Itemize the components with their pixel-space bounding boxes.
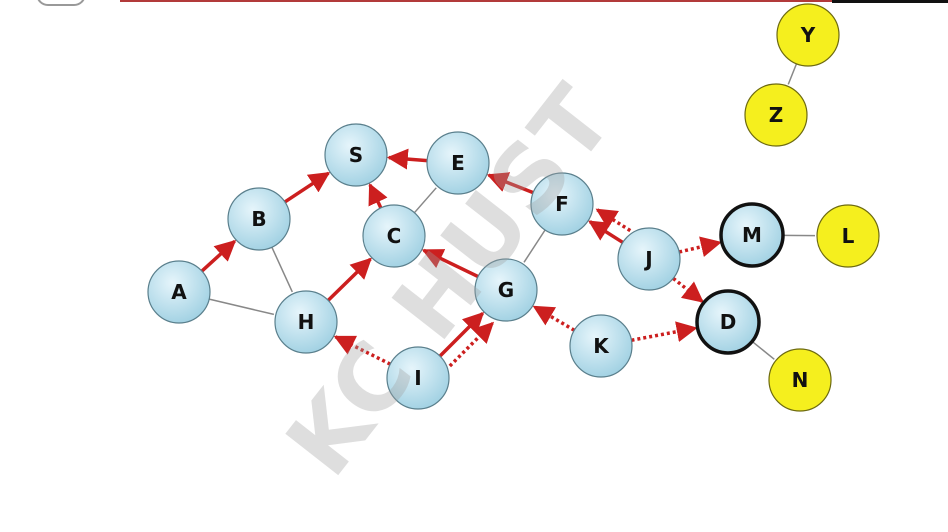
- edge-k-d: [631, 321, 698, 342]
- nodes-layer: S E B C F A H G J I K M D Y Z L N: [147, 3, 880, 412]
- node-circle-c: [362, 204, 426, 268]
- node-j: J: [617, 227, 681, 291]
- node-label-e: E: [451, 151, 465, 175]
- node-label-i: I: [414, 366, 421, 390]
- node-circle-g: [474, 258, 538, 322]
- top-divider-line: [120, 0, 832, 2]
- node-circle-z: [744, 83, 808, 147]
- node-circle-i: [386, 346, 450, 410]
- top-right-bar: [832, 0, 948, 3]
- node-circle-s: [324, 123, 388, 187]
- node-b: B: [227, 187, 291, 251]
- node-c: C: [362, 204, 426, 268]
- node-circle-f: [530, 172, 594, 236]
- edge-j-d: [672, 276, 704, 303]
- edge-f-e: [486, 172, 534, 195]
- node-label-l: L: [842, 224, 855, 248]
- node-m: M: [719, 202, 785, 268]
- edge-a-h: [208, 298, 275, 316]
- edge-i-h: [333, 335, 392, 366]
- node-label-c: C: [387, 224, 402, 248]
- edge-c-s: [368, 182, 388, 209]
- node-e: E: [426, 131, 490, 195]
- edge-a-b: [200, 239, 237, 273]
- node-label-s: S: [349, 143, 363, 167]
- node-n: N: [768, 348, 832, 412]
- edge-c-e: [413, 187, 437, 214]
- node-label-d: D: [720, 310, 737, 334]
- node-circle-e: [426, 131, 490, 195]
- node-circle-m: [719, 202, 785, 268]
- edge-b-s: [283, 171, 331, 204]
- edge-f-g: [523, 229, 546, 263]
- edge-y-z: [787, 63, 798, 85]
- edge-j-m: [678, 236, 722, 258]
- edge-j-f: [595, 208, 632, 233]
- node-circle-l: [816, 204, 880, 268]
- node-label-n: N: [792, 368, 809, 392]
- node-circle-h: [274, 290, 338, 354]
- node-label-m: M: [742, 223, 762, 247]
- edge-h-c: [326, 257, 372, 302]
- node-label-b: B: [251, 207, 266, 231]
- node-label-z: Z: [769, 103, 784, 127]
- node-k: K: [569, 314, 633, 378]
- edge-g-c: [421, 248, 479, 279]
- node-y: Y: [776, 3, 840, 67]
- node-g: G: [474, 258, 538, 322]
- edge-d-n: [751, 340, 775, 360]
- edge-j-f: [588, 220, 624, 244]
- edge-e-s: [386, 148, 428, 170]
- node-h: H: [274, 290, 338, 354]
- node-circle-k: [569, 314, 633, 378]
- node-f: F: [530, 172, 594, 236]
- node-circle-a: [147, 260, 211, 324]
- node-s: S: [324, 123, 388, 187]
- node-label-j: J: [643, 247, 652, 271]
- node-i: I: [386, 346, 450, 410]
- edges-layer: [200, 63, 816, 368]
- node-a: A: [147, 260, 211, 324]
- node-z: Z: [744, 83, 808, 147]
- node-circle-d: [695, 289, 761, 355]
- node-circle-y: [776, 3, 840, 67]
- edge-i-g: [448, 321, 495, 368]
- node-circle-n: [768, 348, 832, 412]
- node-circle-b: [227, 187, 291, 251]
- edge-k-g: [532, 305, 576, 332]
- watermark: KC HUST: [266, 66, 634, 495]
- node-label-g: G: [498, 278, 514, 302]
- node-label-h: H: [298, 310, 315, 334]
- node-d: D: [695, 289, 761, 355]
- node-circle-j: [617, 227, 681, 291]
- edge-b-h: [271, 246, 293, 293]
- node-l: L: [816, 204, 880, 268]
- node-label-a: A: [171, 280, 187, 304]
- node-label-y: Y: [800, 23, 816, 47]
- node-label-f: F: [555, 192, 569, 216]
- node-label-k: K: [593, 334, 610, 358]
- edge-i-g: [438, 311, 485, 358]
